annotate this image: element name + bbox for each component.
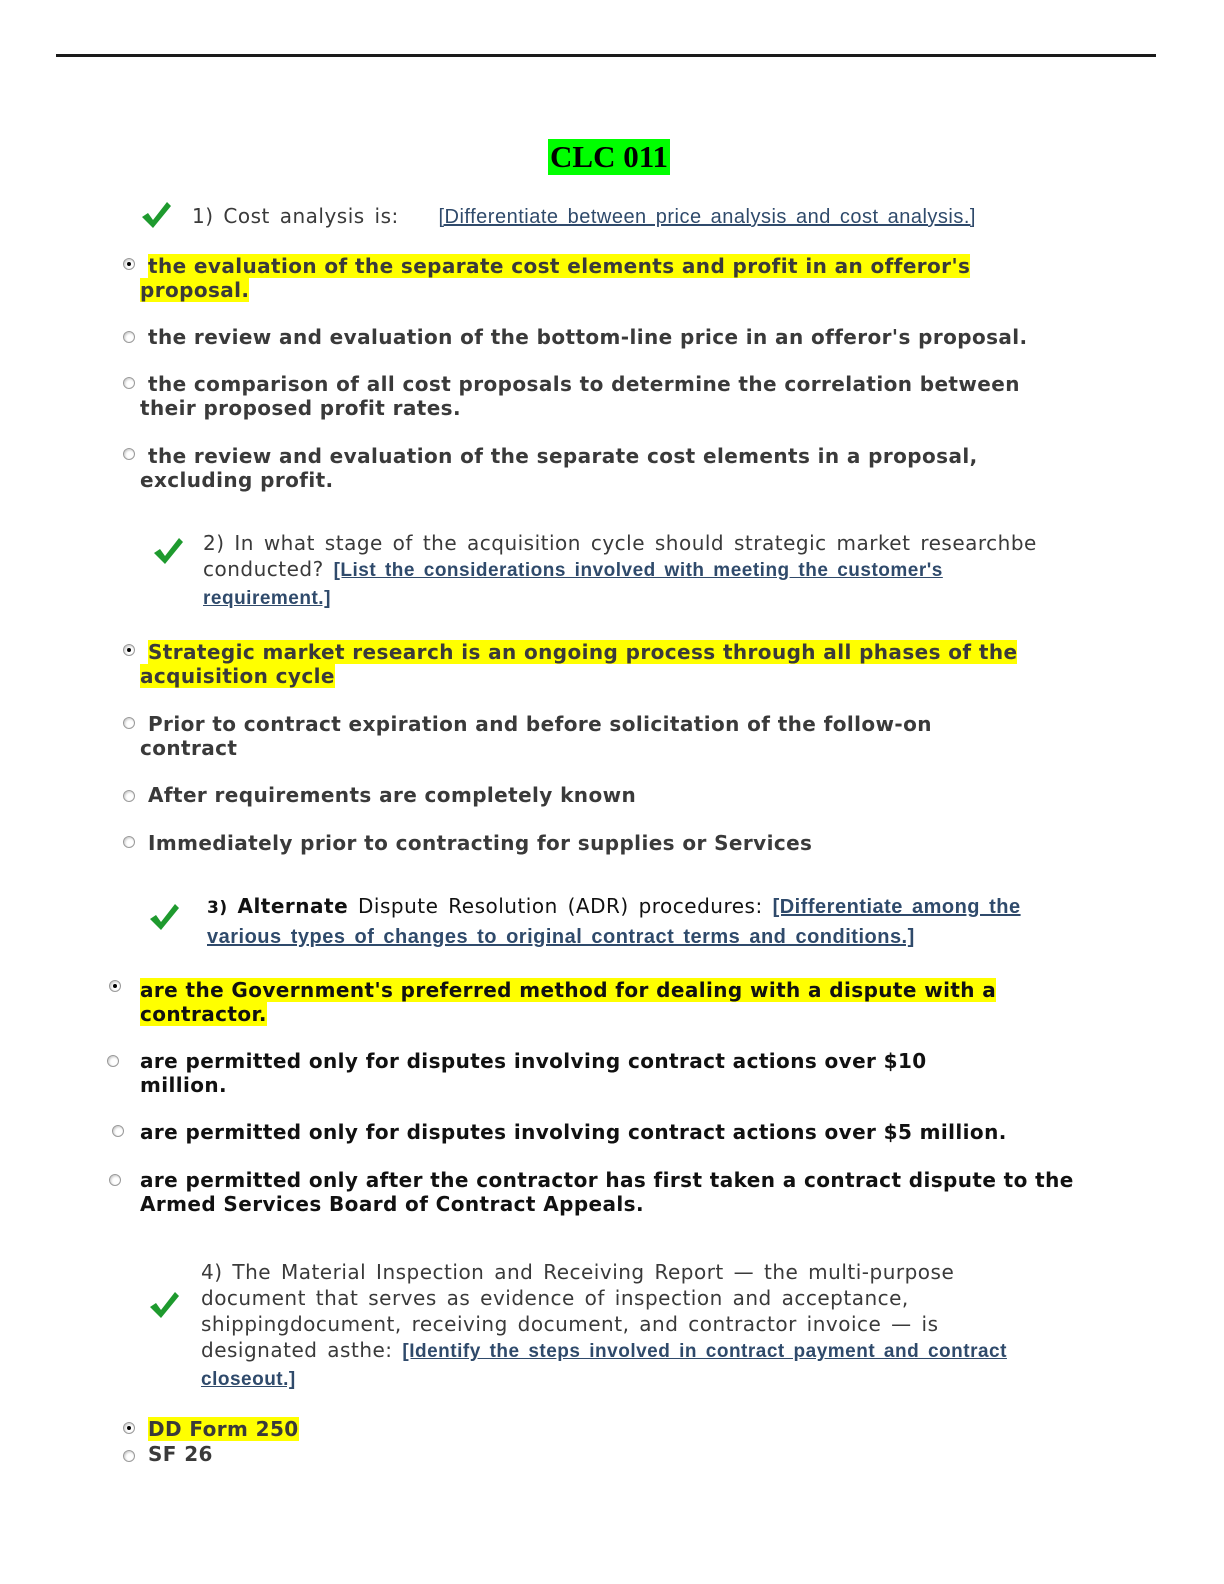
question-number: 1): [192, 204, 214, 228]
option-2d[interactable]: Immediately prior to contracting for sup…: [140, 831, 1020, 855]
option-text: the review and evaluation of the separat…: [140, 444, 978, 492]
question-3: 3) Alternate Dispute Resolution (ADR) pr…: [207, 892, 1047, 951]
option-radio[interactable]: [123, 331, 135, 343]
question-text: Dispute Resolution (ADR) procedures:: [358, 894, 763, 918]
question-text: The Material Inspection and Receiving Re…: [201, 1260, 955, 1362]
correct-check-icon: [152, 536, 184, 566]
option-radio[interactable]: [123, 836, 135, 848]
question-2: 2) In what stage of the acquisition cycl…: [203, 530, 1043, 612]
option-radio[interactable]: [123, 377, 135, 389]
option-text: Prior to contract expiration and before …: [140, 712, 932, 760]
option-text: DD Form 250: [148, 1417, 299, 1441]
objective-link[interactable]: [Differentiate between price analysis an…: [438, 206, 976, 228]
option-2a[interactable]: Strategic market research is an ongoing …: [140, 640, 1040, 688]
question-text: In what stage of the acquisition cycle s…: [203, 531, 1037, 581]
question-1: 1) Cost analysis is: [Differentiate betw…: [192, 204, 976, 230]
option-radio[interactable]: [109, 1174, 121, 1186]
option-3b[interactable]: are permitted only for disputes involvin…: [140, 1049, 1020, 1097]
question-text: Cost analysis is:: [223, 204, 399, 228]
option-text: After requirements are completely known: [148, 783, 637, 807]
option-text: the review and evaluation of the bottom-…: [148, 325, 1028, 349]
option-1a[interactable]: the evaluation of the separate cost elem…: [140, 254, 1040, 302]
option-4a[interactable]: DD Form 250: [148, 1417, 299, 1441]
option-1b[interactable]: the review and evaluation of the bottom-…: [140, 325, 1100, 349]
option-text: Immediately prior to contracting for sup…: [148, 831, 813, 855]
option-radio[interactable]: [123, 258, 135, 270]
question-text-bold: Alternate: [237, 894, 349, 918]
option-radio[interactable]: [107, 1055, 119, 1067]
option-2c[interactable]: After requirements are completely known: [140, 783, 1020, 807]
option-radio[interactable]: [123, 448, 135, 460]
option-text: are permitted only for disputes involvin…: [140, 1120, 1007, 1144]
option-text: SF 26: [148, 1442, 213, 1466]
objective-link[interactable]: [Differentiate among the various types o…: [207, 896, 1021, 948]
option-radio[interactable]: [109, 980, 121, 992]
option-radio[interactable]: [123, 717, 135, 729]
option-radio[interactable]: [123, 1422, 135, 1434]
objective-link[interactable]: [List the considerations involved with m…: [203, 560, 943, 609]
option-text: Strategic market research is an ongoing …: [140, 640, 1018, 688]
option-radio[interactable]: [112, 1125, 124, 1137]
option-3c[interactable]: are permitted only for disputes involvin…: [140, 1120, 1100, 1144]
option-1d[interactable]: the review and evaluation of the separat…: [140, 444, 1040, 492]
option-text: the evaluation of the separate cost elem…: [140, 254, 971, 302]
correct-check-icon: [140, 200, 172, 230]
option-radio[interactable]: [123, 1450, 135, 1462]
question-4: 4) The Material Inspection and Receiving…: [201, 1259, 1041, 1393]
option-text: the comparison of all cost proposals to …: [140, 372, 1020, 420]
question-number: 3): [207, 898, 228, 918]
option-3a[interactable]: are the Government's preferred method fo…: [140, 978, 1080, 1026]
option-text: are permitted only after the contractor …: [140, 1168, 1074, 1216]
option-1c[interactable]: the comparison of all cost proposals to …: [140, 372, 1080, 420]
option-radio[interactable]: [123, 644, 135, 656]
option-text: are the Government's preferred method fo…: [140, 978, 997, 1026]
top-rule: [56, 54, 1156, 57]
question-number: 4): [201, 1260, 223, 1284]
page-title: CLC 011: [548, 139, 670, 175]
option-radio[interactable]: [123, 790, 135, 802]
correct-check-icon: [148, 1290, 180, 1320]
question-number: 2): [203, 531, 225, 555]
objective-link[interactable]: [Identify the steps involved in contract…: [201, 1341, 1007, 1390]
option-text: are permitted only for disputes involvin…: [140, 1049, 927, 1097]
option-4b[interactable]: SF 26: [148, 1442, 213, 1466]
correct-check-icon: [148, 902, 180, 932]
option-2b[interactable]: Prior to contract expiration and before …: [140, 712, 1020, 760]
option-3d[interactable]: are permitted only after the contractor …: [140, 1168, 1080, 1216]
